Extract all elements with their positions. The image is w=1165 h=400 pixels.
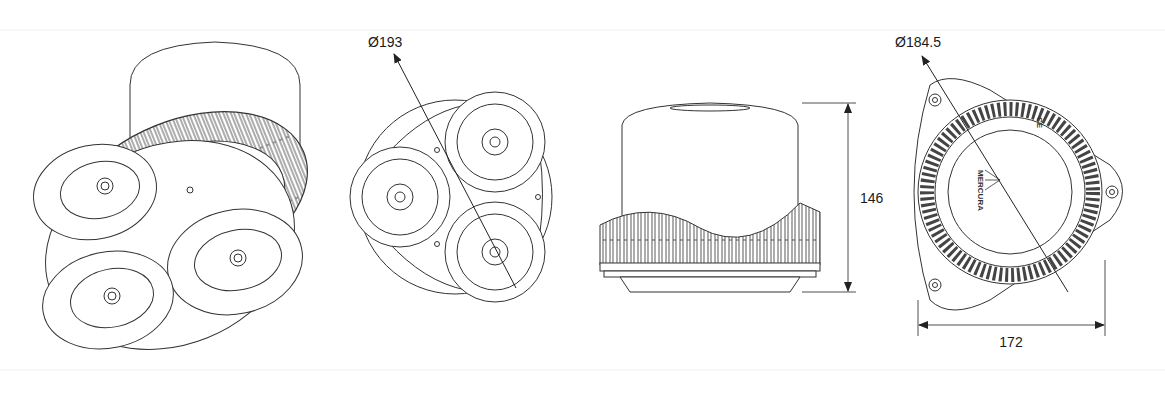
width-dimension: 172: [997, 334, 1024, 350]
height-dimension: 146: [858, 190, 885, 206]
brand-marking: MERCURA: [976, 168, 985, 213]
diameter-dimension: Ø184.5: [893, 34, 943, 50]
diameter-dimension: Ø193: [366, 34, 404, 50]
certification-marking: CE: [1035, 115, 1044, 130]
